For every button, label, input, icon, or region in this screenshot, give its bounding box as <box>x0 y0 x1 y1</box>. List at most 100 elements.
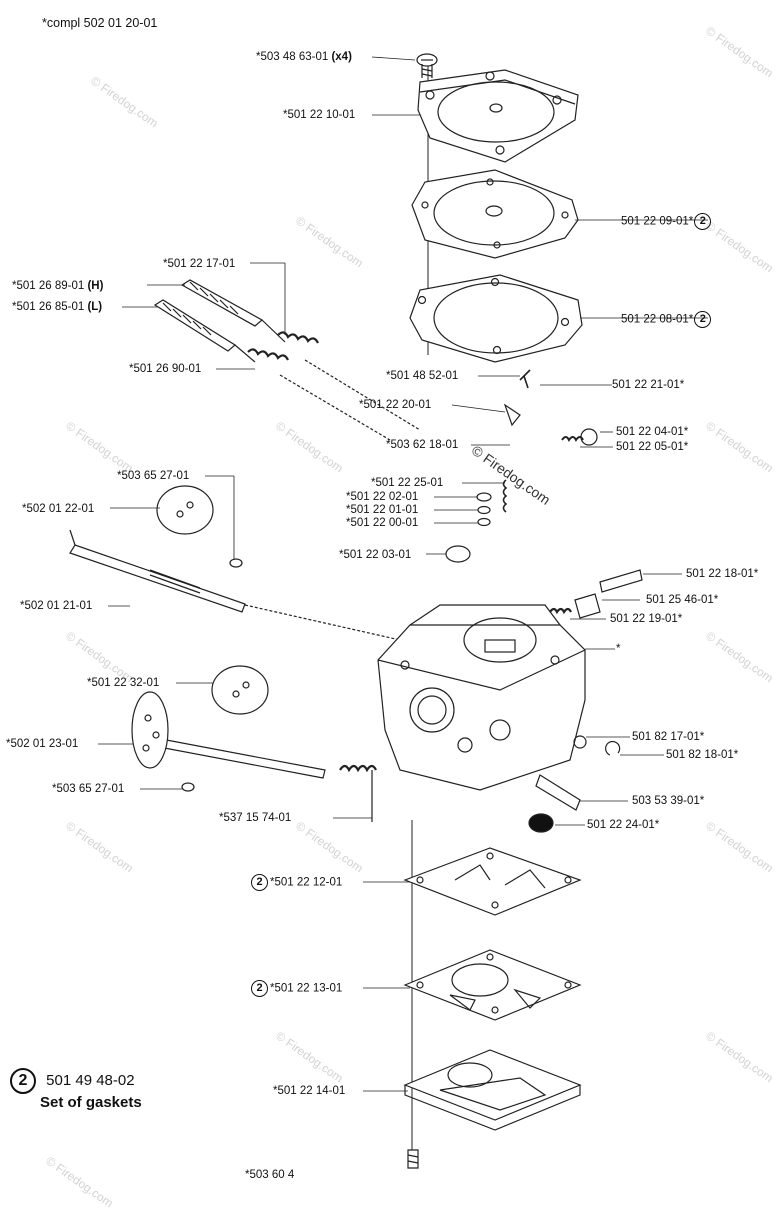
legend: 2 501 49 48-02 Set of gaskets <box>10 1068 142 1112</box>
part-label-l38: *503 60 4 <box>245 1168 294 1182</box>
part-number: *501 22 14-01 <box>273 1085 346 1097</box>
part-label-l26: * <box>616 642 620 656</box>
part-number: *501 22 02-01 <box>346 491 419 503</box>
part-label-l10: 501 22 21-01* <box>612 378 684 392</box>
part-number: 501 22 18-01* <box>686 568 759 580</box>
part-number: *501 22 25-01 <box>371 477 444 489</box>
part-number: 501 22 21-01* <box>612 379 685 391</box>
part-number: 501 82 18-01* <box>666 749 739 761</box>
part-number: 501 22 04-01* <box>616 426 689 438</box>
part-number: *501 22 10-01 <box>283 109 356 121</box>
part-number: *501 26 90-01 <box>129 363 202 375</box>
part-label-l20: *501 22 00-01 <box>346 516 418 530</box>
part-number: *503 60 4 <box>245 1169 295 1181</box>
part-number: *501 48 52-01 <box>386 370 459 382</box>
gasket-marker: 2 <box>694 213 712 230</box>
part-number: *501 26 89-01 <box>12 280 88 292</box>
part-number: 501 22 08-01* <box>621 313 694 326</box>
gasket-marker: 2 <box>694 311 712 328</box>
part-number: *501 22 00-01 <box>346 517 419 529</box>
legend-part-number: 501 49 48-02 <box>46 1072 135 1089</box>
part-qualifier: (x4) <box>331 51 352 63</box>
part-number: *501 22 12-01 <box>270 876 343 889</box>
part-label-l5: *501 26 89-01 (H) <box>12 279 103 293</box>
part-number: *503 65 27-01 <box>52 783 125 795</box>
part-number: 501 22 09-01* <box>621 215 694 228</box>
part-number: * <box>616 643 621 655</box>
assembly-label: *compl 502 01 20-01 <box>42 16 158 30</box>
pump-gasket-part <box>409 274 583 363</box>
leader-lines <box>98 56 708 1092</box>
part-label-l28: *502 01 23-01 <box>6 737 78 751</box>
part-label-l36: 2*501 22 13-01 <box>251 980 342 997</box>
part-number: *501 22 03-01 <box>339 549 412 561</box>
choke-shaft-part <box>131 665 377 822</box>
part-number: 501 22 24-01* <box>587 819 660 831</box>
part-label-l32: 503 53 39-01* <box>632 794 704 808</box>
part-qualifier: (L) <box>87 301 103 313</box>
part-label-l6: *501 26 85-01 (L) <box>12 300 102 314</box>
gasket-marker: 2 <box>251 874 268 891</box>
adjusting-needles-part <box>153 279 421 441</box>
part-label-l30: 501 82 18-01* <box>666 748 738 762</box>
part-label-l37: *501 22 14-01 <box>273 1084 345 1098</box>
part-number: 503 53 39-01* <box>632 795 705 807</box>
part-label-l19: *501 22 01-01 <box>346 503 418 517</box>
part-number: *501 22 32-01 <box>87 677 160 689</box>
part-number: *502 01 21-01 <box>20 600 93 612</box>
part-label-l13: *503 62 18-01 <box>386 438 458 452</box>
gasket-set-marker: 2 <box>10 1068 36 1094</box>
part-label-l15: *503 65 27-01 <box>117 469 189 483</box>
part-label-l2: *501 22 10-01 <box>283 108 355 122</box>
part-number: *537 15 74-01 <box>219 812 292 824</box>
part-number: *501 22 17-01 <box>163 258 236 270</box>
part-label-l33: *537 15 74-01 <box>219 811 291 825</box>
part-label-l21: *501 22 03-01 <box>339 548 411 562</box>
carburetor-body-part <box>377 604 586 791</box>
part-label-l31: *503 65 27-01 <box>52 782 124 796</box>
part-label-l25: 501 22 19-01* <box>610 612 682 626</box>
bottom-screw-part <box>407 1149 419 1169</box>
top-screw-part <box>416 53 438 78</box>
part-label-l14: 501 22 05-01* <box>616 440 688 454</box>
part-number: 501 82 17-01* <box>632 731 705 743</box>
part-label-l24: 501 25 46-01* <box>646 593 718 607</box>
pump-bottom-cover-part <box>403 1049 582 1131</box>
part-qualifier: (H) <box>87 280 104 292</box>
part-label-l8: *501 26 90-01 <box>129 362 201 376</box>
part-label-l16: *501 22 25-01 <box>371 476 443 490</box>
fuel-pump-internals-part <box>445 369 643 833</box>
pump-cover-part <box>417 69 579 163</box>
part-label-l12: 501 22 04-01* <box>616 425 688 439</box>
part-label-l34: 501 22 24-01* <box>587 818 659 832</box>
part-label-l29: 501 82 17-01* <box>632 730 704 744</box>
part-label-l23: *502 01 21-01 <box>20 599 92 613</box>
part-number: *501 22 01-01 <box>346 504 419 516</box>
part-number: 501 22 19-01* <box>610 613 683 625</box>
part-label-l18: *501 22 02-01 <box>346 490 418 504</box>
part-label-l27: *501 22 32-01 <box>87 676 159 690</box>
part-number: *501 22 20-01 <box>359 399 432 411</box>
part-label-l22: 501 22 18-01* <box>686 567 758 581</box>
part-number: *502 01 23-01 <box>6 738 79 750</box>
legend-title: Set of gaskets <box>40 1094 142 1111</box>
part-label-l17: *502 01 22-01 <box>22 502 94 516</box>
lower-gasket-1-part <box>403 847 582 916</box>
lower-gasket-2-part <box>403 949 582 1021</box>
part-label-l3: 501 22 09-01*2 <box>621 213 712 230</box>
part-number: *503 62 18-01 <box>386 439 459 451</box>
part-number: *502 01 22-01 <box>22 503 95 515</box>
pump-diaphragm-part <box>411 169 579 259</box>
part-number: *501 26 85-01 <box>12 301 88 313</box>
part-number: *503 65 27-01 <box>117 470 190 482</box>
part-label-l11: *501 22 20-01 <box>359 398 431 412</box>
part-label-l9: *501 48 52-01 <box>386 369 458 383</box>
part-number: 501 22 05-01* <box>616 441 689 453</box>
gasket-marker: 2 <box>251 980 268 997</box>
part-number: *501 22 13-01 <box>270 982 343 995</box>
part-number: *503 48 63-01 <box>256 51 332 63</box>
part-label-l1: *503 48 63-01 (x4) <box>256 50 352 64</box>
part-label-l35: 2*501 22 12-01 <box>251 874 342 891</box>
